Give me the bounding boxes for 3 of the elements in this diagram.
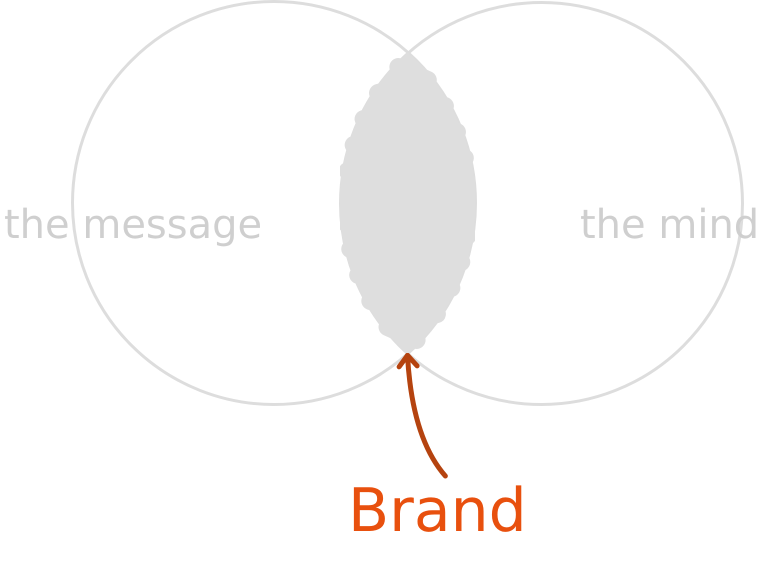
- shaded-overlap: [340, 52, 475, 354]
- arrow: [396, 352, 448, 478]
- annotation-label: Brand: [348, 478, 527, 544]
